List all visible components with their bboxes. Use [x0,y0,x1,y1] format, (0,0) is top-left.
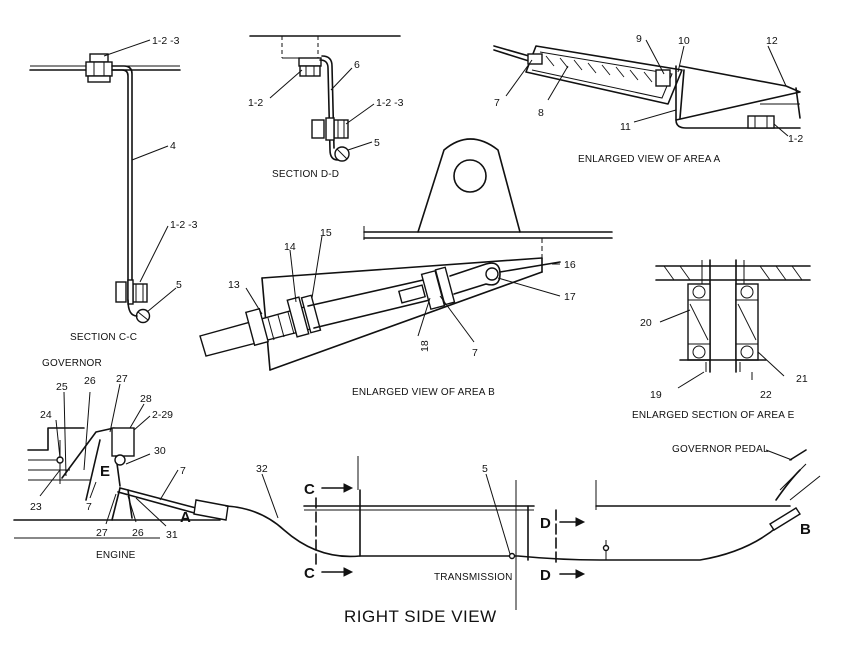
area-letter-e: E [100,463,110,480]
label-governor-pedal: GOVERNOR PEDAL [672,444,769,455]
section-cc-view [29,39,181,324]
callout-dd-5: 5 [374,137,380,149]
label-transmission: TRANSMISSION [434,572,513,583]
area-e-view [655,259,811,389]
callout-dd-1-2: 1-2 [248,97,263,109]
callout-cc-mid: 1-2 -3 [170,219,198,231]
caption-area-a: ENLARGED VIEW OF AREA A [578,154,721,165]
callout-g-32: 32 [256,463,268,475]
caption-right-side-view: RIGHT SIDE VIEW [344,607,497,626]
callout-g-27b: 27 [96,527,108,539]
callout-cc-5: 5 [176,279,182,291]
callout-g-28: 28 [140,393,152,405]
caption-section-cc: SECTION C-C [70,332,137,343]
caption-area-b: ENLARGED VIEW OF AREA B [352,387,495,398]
callout-b-14: 14 [284,241,296,253]
callout-g-24: 24 [40,409,52,421]
section-letter-d-top: D [540,515,551,532]
callout-dd-1-2-3: 1-2 -3 [376,97,404,109]
callout-a-10: 10 [678,35,690,47]
callout-b-18: 18 [419,340,431,352]
section-dd-view [249,35,401,162]
callout-g-31: 31 [166,529,178,541]
callout-g-7: 7 [180,465,186,477]
callout-g-2-29: 2-29 [152,409,173,421]
callout-g-26b: 26 [132,527,144,539]
caption-area-e: ENLARGED SECTION OF AREA E [632,410,795,421]
callout-g-7b: 7 [86,501,92,513]
section-letter-d-bottom: D [540,567,551,584]
callout-g-23: 23 [30,501,42,513]
caption-section-dd: SECTION D-D [272,169,339,180]
callout-cc-top: 1-2 -3 [152,35,180,47]
callout-e-20: 20 [640,317,652,329]
callout-dd-6: 6 [354,59,360,71]
section-letter-c-top: C [304,481,315,498]
label-governor: GOVERNOR [42,358,102,369]
callout-b-13: 13 [228,279,240,291]
area-letter-b: B [800,521,811,538]
callout-b-7: 7 [472,347,478,359]
callout-g-26: 26 [84,375,96,387]
callout-g-27: 27 [116,373,128,385]
callout-b-17: 17 [564,291,576,303]
callout-e-21: 21 [796,373,808,385]
area-letter-a: A [180,509,191,526]
callout-a-7: 7 [494,97,500,109]
callout-g-25: 25 [56,381,68,393]
callout-g-30: 30 [154,445,166,457]
area-a-view [493,39,801,137]
right-side-view [13,383,821,610]
callout-e-19: 19 [650,389,662,401]
callout-a-12: 12 [766,35,778,47]
callout-a-8: 8 [538,107,544,119]
callout-a-1-2: 1-2 [788,133,803,145]
callout-a-11: 11 [620,121,631,133]
callout-b-15: 15 [320,227,332,239]
callout-b-16: 16 [564,259,576,271]
callout-transmission-5: 5 [482,463,488,475]
area-b-view [199,138,613,371]
section-letter-c-bottom: C [304,565,315,582]
label-engine: ENGINE [96,550,136,561]
callout-cc-4: 4 [170,140,176,152]
callout-a-9: 9 [636,33,642,45]
callout-e-22: 22 [760,389,772,401]
